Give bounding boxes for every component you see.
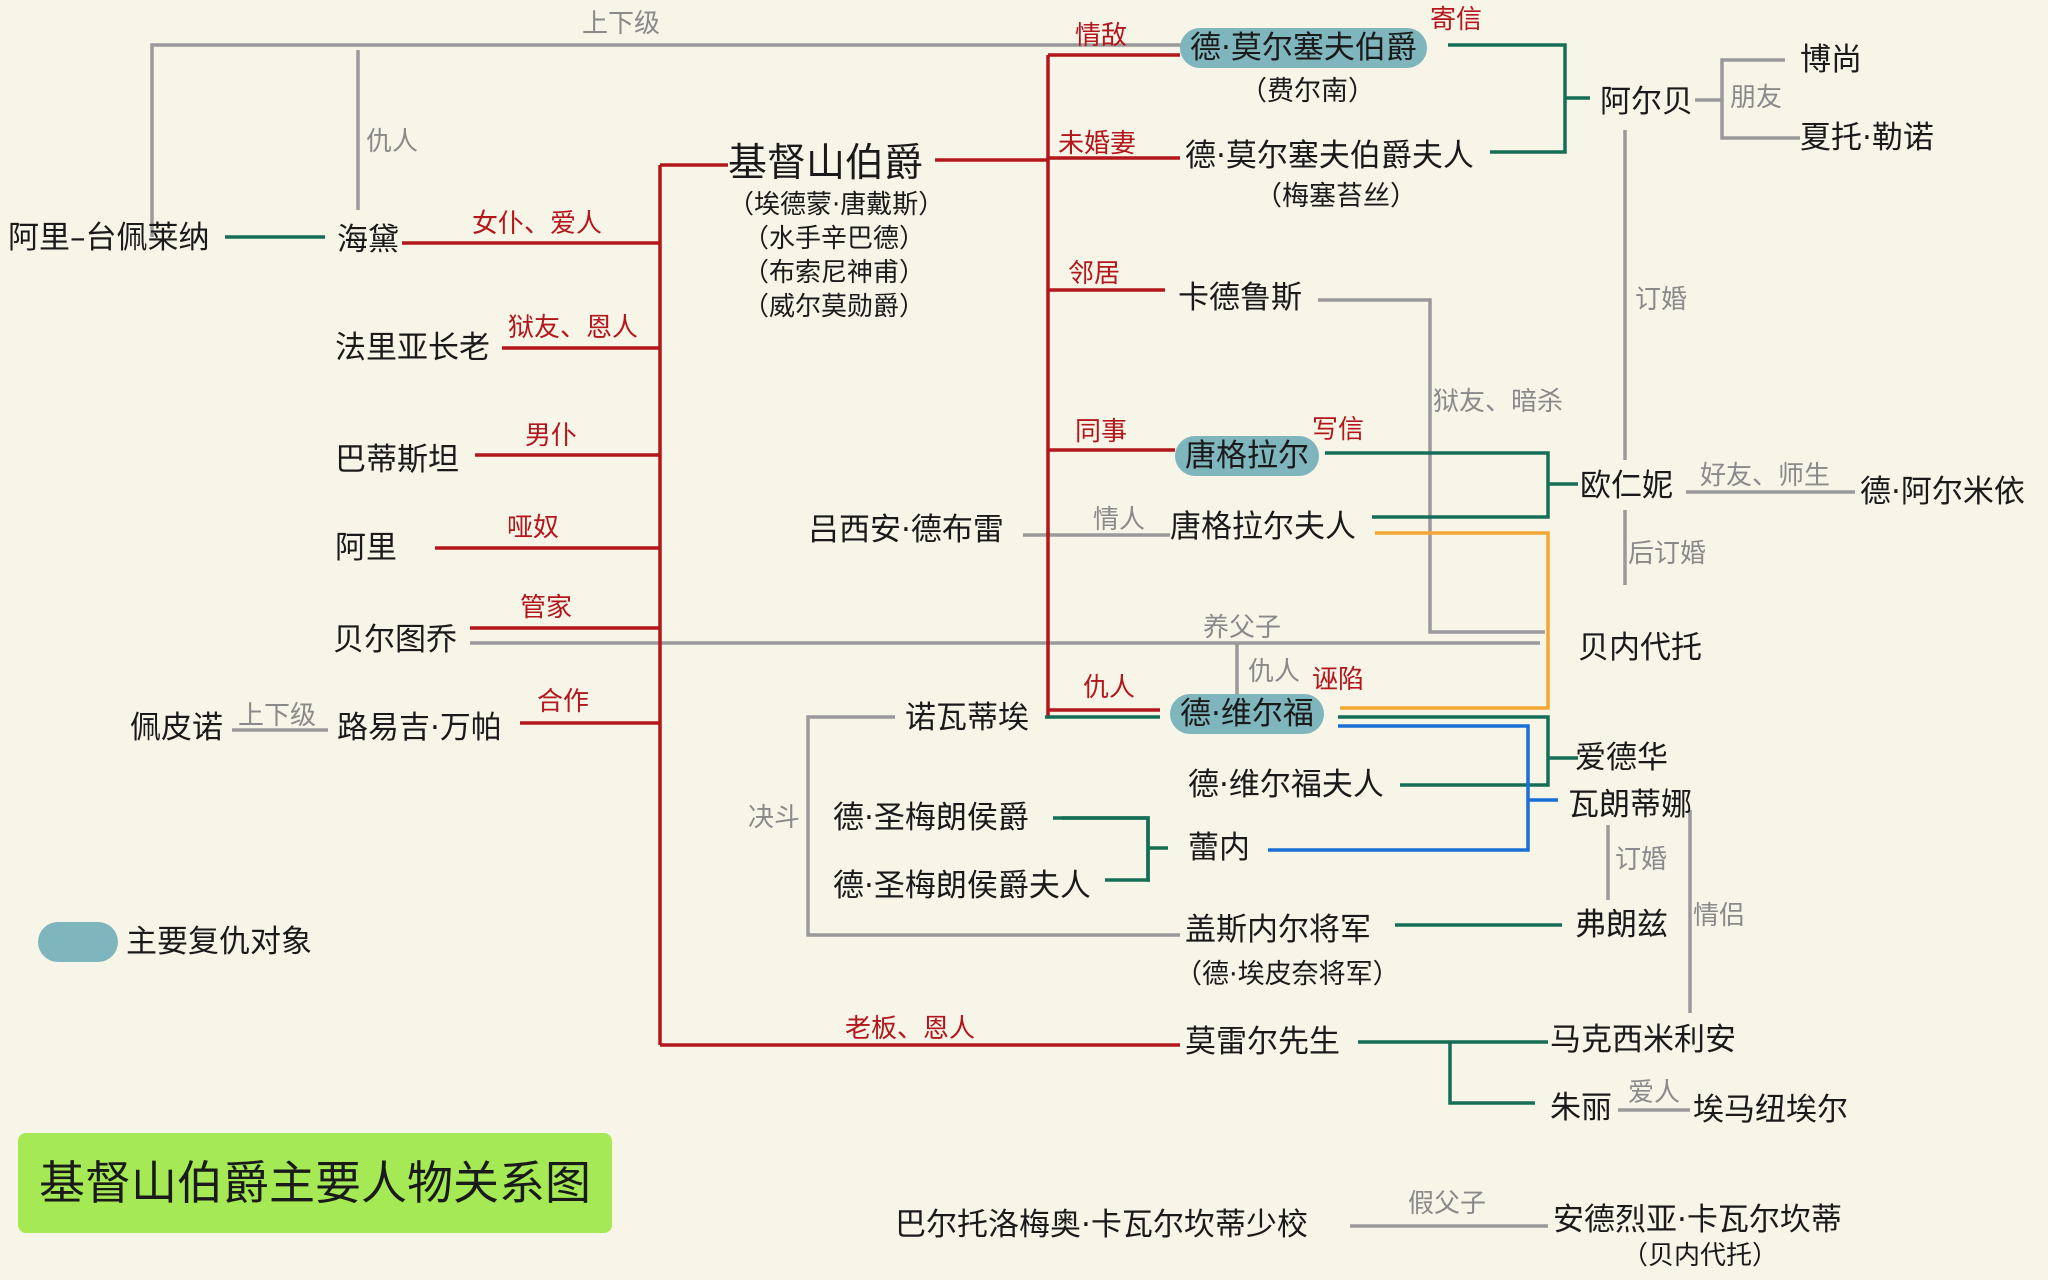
rel-foster-father: 养父子 [1203, 613, 1282, 643]
person-peppino: 佩皮诺 [130, 710, 223, 746]
rel-duel: 决斗 [748, 803, 801, 833]
person-mme-morcerf-alias: （梅塞苔丝） [1255, 181, 1417, 212]
person-maximilian: 马克西米利安 [1550, 1022, 1736, 1058]
rel-frame: 诬陷 [1312, 665, 1365, 695]
count-name: 基督山伯爵 [728, 141, 924, 186]
person-cavalcanti-major: 巴尔托洛梅奥·卡瓦尔坎蒂少校 [895, 1207, 1308, 1243]
person-quesnel-alias: （德·埃皮奈将军） [1175, 959, 1400, 990]
person-caderousse: 卡德鲁斯 [1178, 280, 1302, 316]
rel-rival: 情敌 [1075, 21, 1128, 51]
gray-lines [150, 43, 1855, 1228]
rel-cellmate-murder: 狱友、暗杀 [1433, 387, 1564, 417]
rel-cellmate-benefactor: 狱友、恩人 [508, 313, 639, 343]
person-noirtier: 诺瓦蒂埃 [905, 700, 1029, 736]
rel-friend-teacher: 好友、师生 [1700, 461, 1831, 491]
person-mme-morcerf: 德·莫尔塞夫伯爵夫人 [1185, 138, 1474, 174]
person-eugenie: 欧仁妮 [1580, 468, 1673, 504]
person-julie: 朱丽 [1550, 1090, 1612, 1126]
legend-label: 主要复仇对象 [126, 924, 312, 960]
rel-mute-slave: 哑奴 [507, 513, 560, 543]
rel-boss-benefactor: 老板、恩人 [845, 1014, 976, 1044]
person-mme-danglars: 唐格拉尔夫人 [1170, 509, 1356, 545]
rel-later-engaged: 后订婚 [1628, 539, 1707, 569]
person-faria: 法里亚长老 [335, 330, 490, 366]
person-haidee: 海黛 [337, 222, 399, 258]
rel-letter-2: 写信 [1312, 415, 1365, 445]
rel-steward: 管家 [520, 593, 573, 623]
rel-colleague: 同事 [1075, 417, 1128, 447]
red-lines [402, 53, 1180, 1047]
count-alias-3: （布索尼神甫） [743, 258, 926, 288]
person-villefort: 德·维尔福 [1170, 694, 1324, 734]
person-morcerf: 德·莫尔塞夫伯爵 [1180, 28, 1427, 68]
person-quesnel: 盖斯内尔将军 [1185, 912, 1371, 948]
rel-manservant: 男仆 [525, 421, 578, 451]
rel-fake-father: 假父子 [1408, 1189, 1487, 1219]
person-baptistin: 巴蒂斯坦 [335, 442, 459, 478]
person-cavalcanti-son-alias: （贝内代托） [1622, 1241, 1779, 1271]
person-mme-st-meran: 德·圣梅朗侯爵夫人 [833, 868, 1091, 904]
rel-lover: 情人 [1093, 505, 1146, 535]
rel-neighbor: 邻居 [1068, 259, 1121, 289]
rel-friends: 朋友 [1730, 83, 1783, 113]
person-cavalcanti-son: 安德烈亚·卡瓦尔坎蒂 [1553, 1202, 1842, 1238]
person-valentine: 瓦朗蒂娜 [1568, 787, 1692, 823]
rel-maid-lover: 女仆、爱人 [472, 209, 603, 239]
rel-engaged-1: 订婚 [1635, 285, 1688, 315]
blue-line [1268, 724, 1530, 852]
person-morrel: 莫雷尔先生 [1185, 1024, 1340, 1060]
person-emmanuel: 埃马纽埃尔 [1693, 1092, 1848, 1128]
count-alias-4: （威尔莫勋爵） [743, 292, 926, 322]
legend-swatch [38, 922, 118, 962]
person-chateau-renaud: 夏托·勒诺 [1800, 120, 1934, 156]
rel-fiancee: 未婚妻 [1058, 129, 1137, 159]
rel-superior: 上下级 [582, 9, 661, 39]
rel-couple: 情侣 [1693, 901, 1746, 931]
person-beauchamp: 博尚 [1800, 42, 1862, 78]
rel-letter-1: 寄信 [1430, 5, 1483, 35]
diagram-title: 基督山伯爵主要人物关系图 [18, 1133, 612, 1233]
person-mme-villefort: 德·维尔福夫人 [1188, 767, 1384, 803]
orange-line [1340, 531, 1550, 710]
rel-peppino-luigi: 上下级 [238, 701, 317, 731]
rel-cooperate: 合作 [537, 687, 590, 717]
person-ali: 阿里 [335, 530, 397, 566]
person-ali-tepelena: 阿里–台佩莱纳 [8, 220, 210, 256]
person-edouard: 爱德华 [1575, 740, 1668, 776]
person-danglars: 唐格拉尔 [1175, 436, 1319, 476]
rel-enemy-2: 仇人 [1248, 657, 1301, 687]
person-albert: 阿尔贝 [1600, 84, 1693, 120]
count-alias-1: （埃德蒙·唐戴斯） [728, 190, 945, 220]
person-bertuccio: 贝尔图乔 [333, 622, 457, 658]
person-lucien: 吕西安·德布雷 [808, 512, 1004, 548]
count-alias-2: （水手辛巴德） [743, 224, 926, 254]
rel-engaged-2: 订婚 [1615, 845, 1668, 875]
person-franz: 弗朗兹 [1575, 907, 1668, 943]
person-armilly: 德·阿尔米依 [1860, 474, 2025, 510]
person-luigi: 路易吉·万帕 [337, 710, 502, 746]
rel-enemy: 仇人 [366, 127, 419, 157]
rel-enemy-3: 仇人 [1083, 673, 1136, 703]
person-morcerf-alias: （费尔南） [1240, 76, 1375, 107]
person-renee: 蕾内 [1188, 830, 1250, 866]
green-lines [225, 43, 1590, 1105]
rel-love: 爱人 [1628, 1078, 1681, 1108]
person-st-meran: 德·圣梅朗侯爵 [833, 800, 1029, 836]
person-benedetto: 贝内代托 [1578, 630, 1702, 666]
